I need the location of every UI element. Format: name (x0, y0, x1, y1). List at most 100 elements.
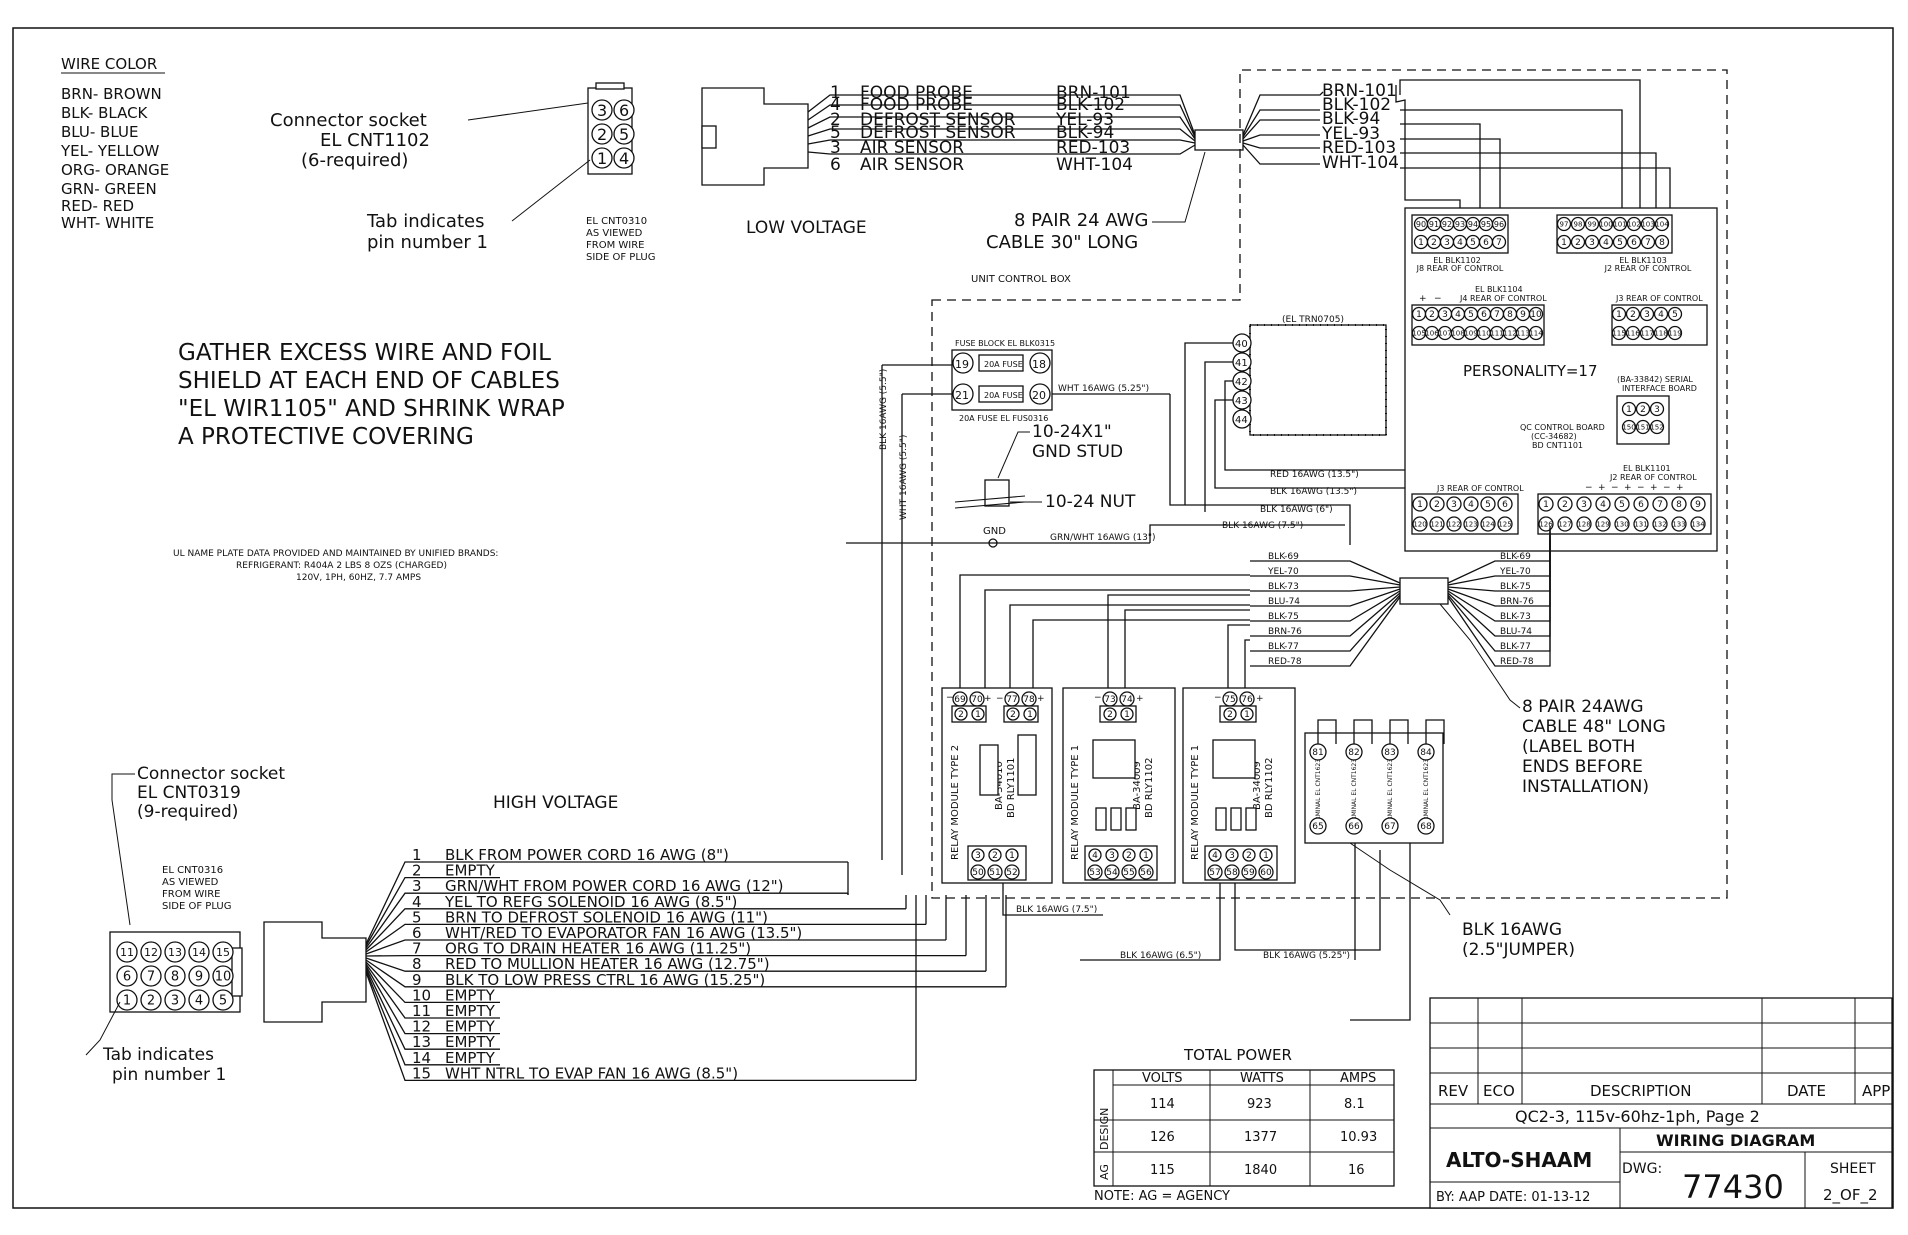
note-line: GATHER EXCESS WIRE AND FOIL (178, 340, 551, 366)
j3b-pin: 120 (1412, 516, 1428, 532)
hv-line-number: 11 (412, 1002, 431, 1020)
svg-text:BA-34009: BA-34009 (1132, 761, 1143, 810)
j4-pin: 107 (1437, 325, 1453, 341)
pin-label: 7 (1496, 238, 1502, 248)
jumper-label: BLK 16AWG (1462, 920, 1562, 940)
terminal-label: TERMINAL EL CNT1623 (1387, 759, 1394, 829)
j3-sub-pin: 2 (1625, 306, 1641, 322)
pin-label: 3 (1589, 238, 1595, 248)
hv-line-number: 6 (412, 924, 422, 942)
svg-text:(9-required): (9-required) (137, 802, 238, 822)
svg-text:FROM WIRE: FROM WIRE (586, 240, 644, 251)
hv-pin: 6 (116, 965, 138, 987)
terminal-pin: 65 (1309, 817, 1327, 835)
harness-sleeve (1399, 577, 1449, 605)
j2-pin: 104 (1654, 216, 1669, 232)
svg-text:WATTS: WATTS (1240, 1071, 1284, 1086)
svg-text:41: 41 (1235, 358, 1248, 369)
hv-line-label: BRN TO DEFROST SOLENOID 16 AWG (11") (445, 908, 768, 926)
pin-label: 10 (215, 970, 232, 985)
wht-label: WHT 16AWG (5.25") (1058, 384, 1149, 394)
hv-line-number: 2 (412, 862, 422, 880)
svg-text:DESIGN: DESIGN (1098, 1108, 1111, 1150)
brand-name: ALTO-SHAAM (1446, 1148, 1592, 1172)
relay-pin: 57 (1207, 864, 1223, 880)
legend-item: YEL- YELLOW (60, 142, 160, 160)
pin-label: 76 (1241, 695, 1253, 705)
j3b-sub-pin: 4 (1463, 496, 1479, 512)
pin-label: 2 (1575, 238, 1581, 248)
j2-pin: 101 (1612, 216, 1628, 232)
svg-text:16: 16 (1348, 1163, 1365, 1178)
pin-label: 5 (1485, 500, 1491, 510)
hv-pin: 14 (188, 941, 210, 963)
j2b-pin: 133 (1671, 516, 1687, 532)
harness-right-label: YEL-70 (1499, 567, 1531, 577)
j2b-pin: 128 (1576, 516, 1592, 532)
pin-label: 1 (1143, 851, 1149, 861)
relay-pin: 69 (952, 691, 968, 707)
terminal-pin: 82 (1345, 743, 1363, 761)
pin-label: 1 (1124, 710, 1130, 720)
pin-label: 9 (1520, 310, 1526, 320)
polarity: − (1094, 693, 1102, 703)
pin-label: 1 (975, 710, 981, 720)
svg-text:4: 4 (830, 95, 841, 115)
j3-sub-pin: 4 (1653, 306, 1669, 322)
pin-label: 117 (1640, 330, 1653, 338)
polarity: + (1419, 294, 1427, 304)
hv-line-label: YEL TO REFG SOLENOID 16 AWG (8.5") (444, 893, 737, 911)
hv-line-label: WHT NTRL TO EVAP FAN 16 AWG (8.5") (445, 1064, 738, 1082)
svg-text:APP: APP (1862, 1082, 1890, 1100)
legend-item: RED- RED (61, 197, 134, 215)
hv-line-number: 12 (412, 1018, 431, 1036)
hv-line-label: EMPTY (445, 986, 496, 1004)
serial-sub-pin: 2 (1635, 401, 1651, 417)
pin-label: 2 (1126, 851, 1132, 861)
polarity: + (1598, 483, 1606, 493)
serial-sub-pin: 1 (1621, 401, 1637, 417)
svg-text:QC CONTROL BOARD: QC CONTROL BOARD (1520, 423, 1605, 432)
j4-sub-pin: 6 (1476, 306, 1492, 322)
harness-left-label: BLK-69 (1268, 552, 1299, 562)
pin-label: 102 (1627, 221, 1640, 229)
blk-135-label: BLK 16AWG (13.5") (1270, 487, 1357, 497)
pin-label: 5 (1619, 500, 1625, 510)
harness-left-label: BLK-77 (1268, 642, 1299, 652)
high-voltage-plug (263, 921, 367, 1023)
svg-text:DATE: DATE (1787, 1082, 1826, 1100)
terminal-label: TERMINAL EL CNT1623 (1351, 759, 1358, 829)
svg-text:J2 REAR OF CONTROL: J2 REAR OF CONTROL (1604, 264, 1692, 273)
low-voltage-title: LOW VOLTAGE (746, 218, 867, 238)
dwg-number: 77430 (1682, 1168, 1784, 1206)
j4-sub-pin: 8 (1502, 306, 1518, 322)
hv-line-number: 7 (412, 940, 422, 958)
j3-pin: 119 (1667, 325, 1683, 341)
pin-label: 1 (1263, 851, 1269, 861)
pin-label: 103 (1641, 221, 1654, 229)
j2-pin: 103 (1640, 216, 1656, 232)
relay-sub-pin: 1 (971, 707, 985, 721)
relay-pin: 77 (1004, 691, 1020, 707)
j2b-sub-pin: 9 (1690, 496, 1706, 512)
pin-label: 3 (1444, 238, 1450, 248)
pin-label: 96 (1494, 220, 1504, 229)
unit-control-box-outline (931, 69, 1728, 899)
svg-text:J2 REAR OF CONTROL: J2 REAR OF CONTROL (1609, 473, 1697, 482)
pin-label: 75 (1224, 695, 1235, 705)
tab-label: pin number 1 (367, 232, 488, 253)
hv-line-number: 8 (412, 955, 422, 973)
svg-text:3: 3 (597, 101, 607, 120)
pin-label: 3 (975, 851, 981, 861)
blk-75-label: BLK 16AWG (7.5") (1222, 521, 1303, 531)
socket-qty: (6-required) (301, 150, 408, 171)
pin-label: 108 (1451, 330, 1464, 338)
j2b-sub-pin: 8 (1671, 496, 1687, 512)
pin-label: 130 (1615, 521, 1628, 529)
pin-label: 52 (1006, 868, 1017, 878)
lv-cable-label: CABLE 30" LONG (986, 232, 1138, 253)
legend-item: GRN- GREEN (61, 180, 157, 198)
pin-label: 4 (1600, 500, 1606, 510)
j2b-pin: 131 (1633, 516, 1649, 532)
low-voltage-plug (701, 87, 809, 186)
